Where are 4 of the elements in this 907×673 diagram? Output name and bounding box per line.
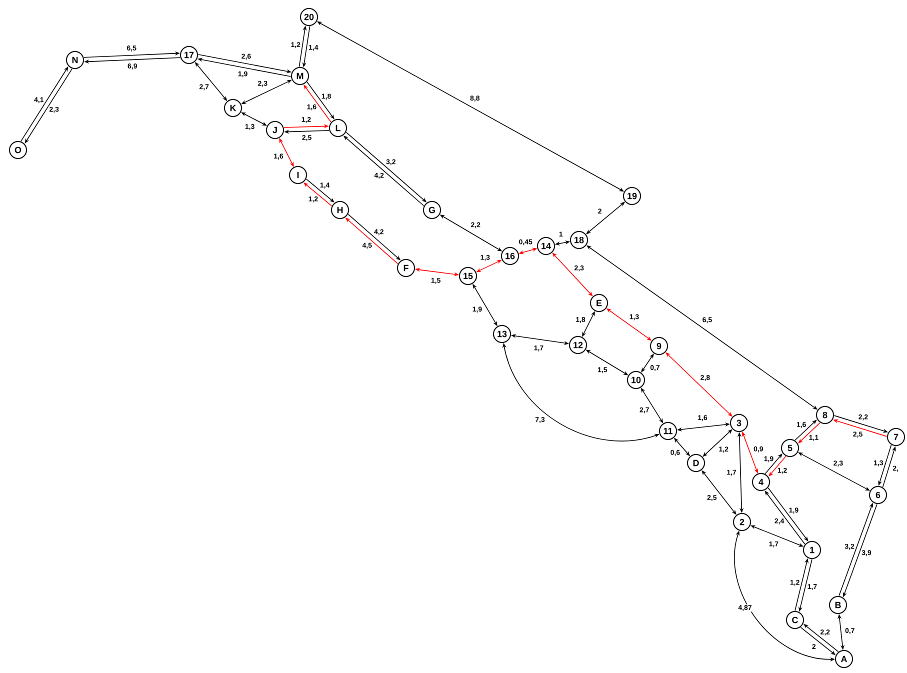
arrow <box>798 422 820 444</box>
arrow <box>702 429 732 457</box>
arrow <box>552 252 593 296</box>
arrow <box>794 420 817 441</box>
